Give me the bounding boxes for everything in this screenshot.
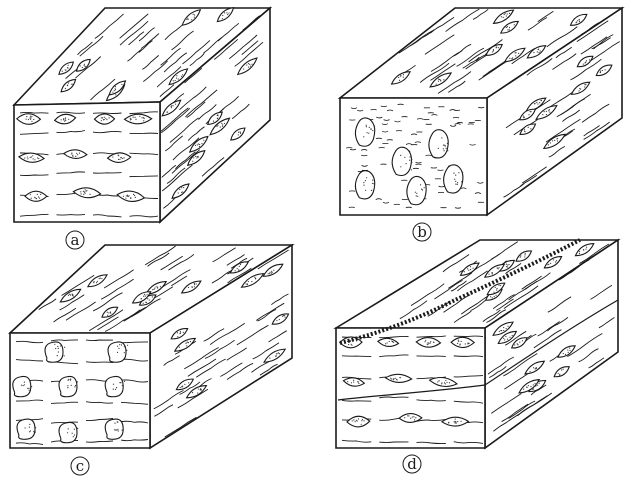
label-a-text: a (71, 231, 80, 249)
block-b-label: b (413, 223, 431, 241)
block-c: c (10, 245, 292, 475)
label-b-text: b (417, 223, 427, 241)
block-d-label: d (403, 455, 421, 473)
block-a-label: a (66, 231, 84, 249)
block-c-label: c (71, 457, 89, 475)
label-d-text: d (407, 455, 417, 473)
label-c-text: c (76, 457, 84, 475)
block-d: d (336, 240, 618, 473)
block-b: b (340, 7, 622, 241)
block-a: a (14, 5, 270, 249)
